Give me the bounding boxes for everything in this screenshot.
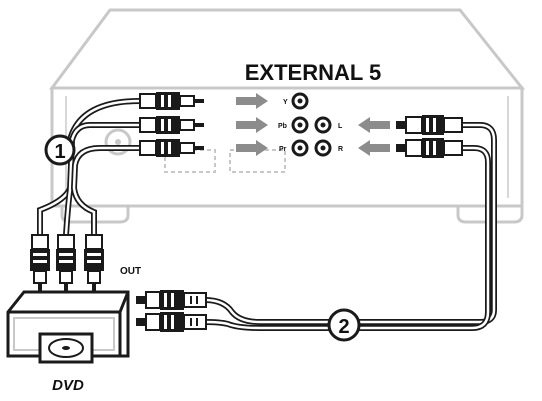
jack-label-l: L	[338, 123, 343, 130]
jack-label-pr: Pr	[279, 146, 287, 153]
arrow-left-r	[358, 140, 390, 156]
arrow-right-pr	[236, 140, 268, 156]
marker-1-label: 1	[54, 141, 65, 163]
dvd-player	[6, 290, 130, 364]
arrow-left-l	[358, 117, 390, 133]
arrow-group	[236, 93, 390, 156]
dvd-label: DVD	[52, 377, 84, 394]
out-label: OUT	[120, 266, 141, 277]
device-title: EXTERNAL 5	[245, 60, 382, 85]
jack-label-y: Y	[283, 99, 288, 106]
marker-2-label: 2	[338, 316, 349, 338]
audio-plugs-dvd	[136, 290, 207, 332]
arrow-right-y	[236, 93, 268, 109]
audio-cable	[202, 122, 497, 331]
jack-label-pb: Pb	[278, 123, 287, 130]
component-plugs-tv	[139, 92, 204, 157]
arrow-right-pb	[236, 117, 268, 133]
component-plugs-dvd	[30, 234, 104, 291]
marker-1	[44, 134, 76, 166]
jack-label-r: R	[338, 146, 343, 153]
audio-plugs-tv	[396, 115, 463, 158]
tv-rear-panel	[49, 8, 526, 224]
marker-2	[327, 308, 361, 342]
title-backing	[232, 56, 394, 86]
jack-group	[291, 92, 332, 157]
